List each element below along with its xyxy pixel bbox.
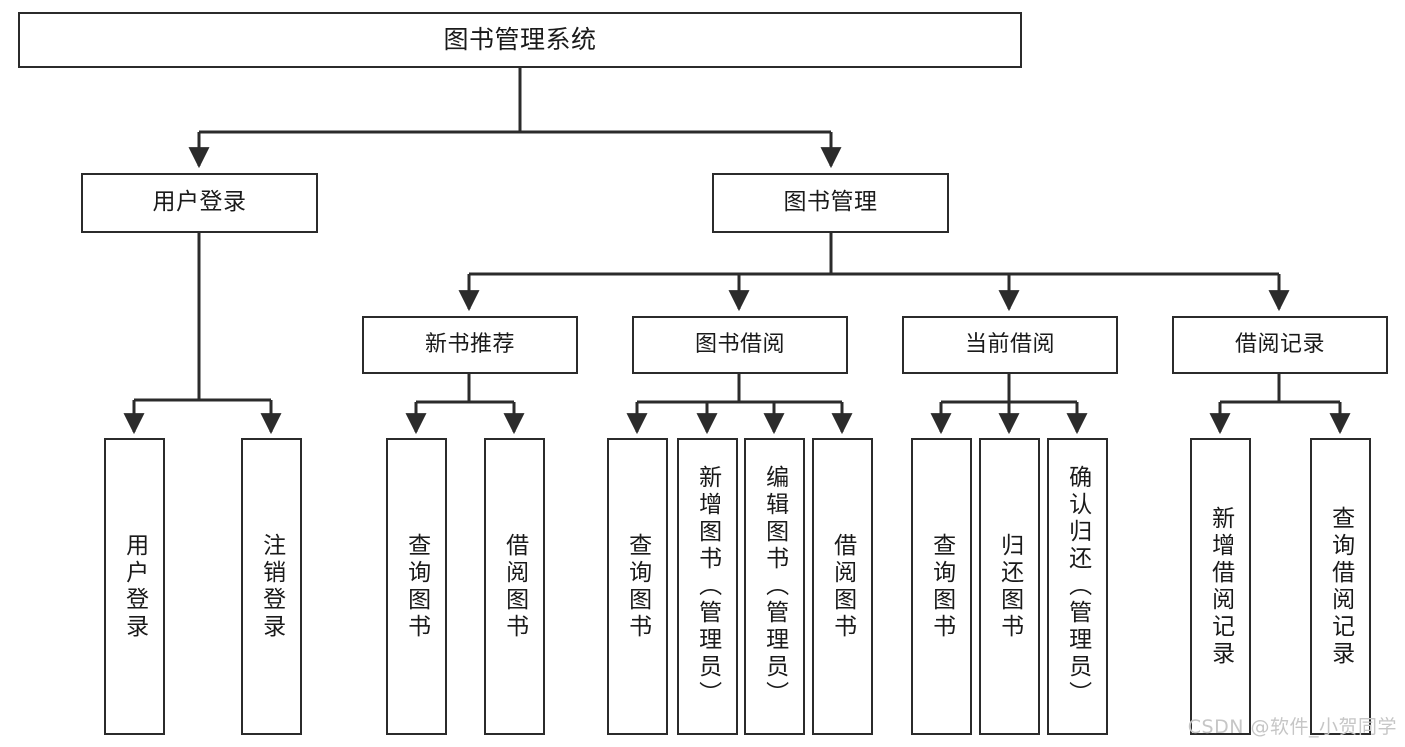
node-leaf-query-book-1[interactable]: 查询图书 (386, 438, 447, 735)
node-root-label: 图书管理系统 (443, 25, 597, 55)
node-leaf-confirm-return-label: 确认归还（管理员） (1064, 465, 1091, 708)
node-current-borrow-label: 当前借阅 (964, 332, 1055, 358)
node-leaf-return-book[interactable]: 归还图书 (979, 438, 1040, 735)
node-leaf-add-record-label: 新增借阅记录 (1207, 505, 1234, 668)
node-leaf-query-book-1-label: 查询图书 (403, 532, 430, 641)
node-leaf-user-login-label: 用户登录 (121, 532, 148, 641)
node-leaf-query-book-3-label: 查询图书 (928, 532, 955, 641)
node-current-borrow[interactable]: 当前借阅 (902, 316, 1118, 374)
node-book-borrow-label: 图书借阅 (694, 332, 785, 358)
node-leaf-logout[interactable]: 注销登录 (241, 438, 302, 735)
node-leaf-add-book-label: 新增图书（管理员） (694, 465, 721, 708)
node-leaf-add-book[interactable]: 新增图书（管理员） (677, 438, 738, 735)
node-leaf-user-login[interactable]: 用户登录 (104, 438, 165, 735)
node-leaf-borrow-book-1[interactable]: 借阅图书 (484, 438, 545, 735)
node-leaf-borrow-book-2-label: 借阅图书 (829, 532, 856, 641)
node-borrow-record[interactable]: 借阅记录 (1172, 316, 1388, 374)
node-user-login[interactable]: 用户登录 (81, 173, 318, 233)
node-leaf-query-record[interactable]: 查询借阅记录 (1310, 438, 1371, 735)
node-user-login-label: 用户登录 (152, 189, 247, 216)
node-leaf-confirm-return[interactable]: 确认归还（管理员） (1047, 438, 1108, 735)
node-leaf-add-record[interactable]: 新增借阅记录 (1190, 438, 1251, 735)
node-leaf-borrow-book-1-label: 借阅图书 (501, 532, 528, 641)
node-leaf-return-book-label: 归还图书 (996, 532, 1023, 641)
node-leaf-query-book-2-label: 查询图书 (624, 532, 651, 641)
watermark: CSDN @软件_小贺同学 (1187, 716, 1397, 738)
node-leaf-query-book-2[interactable]: 查询图书 (607, 438, 668, 735)
node-book-borrow[interactable]: 图书借阅 (632, 316, 848, 374)
node-new-book-recommend-label: 新书推荐 (424, 332, 515, 358)
node-root[interactable]: 图书管理系统 (18, 12, 1022, 68)
node-leaf-edit-book[interactable]: 编辑图书（管理员） (744, 438, 805, 735)
node-book-management[interactable]: 图书管理 (712, 173, 949, 233)
node-leaf-query-record-label: 查询借阅记录 (1327, 505, 1354, 668)
node-book-management-label: 图书管理 (783, 189, 878, 216)
node-leaf-borrow-book-2[interactable]: 借阅图书 (812, 438, 873, 735)
node-leaf-edit-book-label: 编辑图书（管理员） (761, 465, 788, 708)
node-leaf-query-book-3[interactable]: 查询图书 (911, 438, 972, 735)
node-new-book-recommend[interactable]: 新书推荐 (362, 316, 578, 374)
node-borrow-record-label: 借阅记录 (1234, 332, 1325, 358)
node-leaf-logout-label: 注销登录 (258, 532, 285, 641)
